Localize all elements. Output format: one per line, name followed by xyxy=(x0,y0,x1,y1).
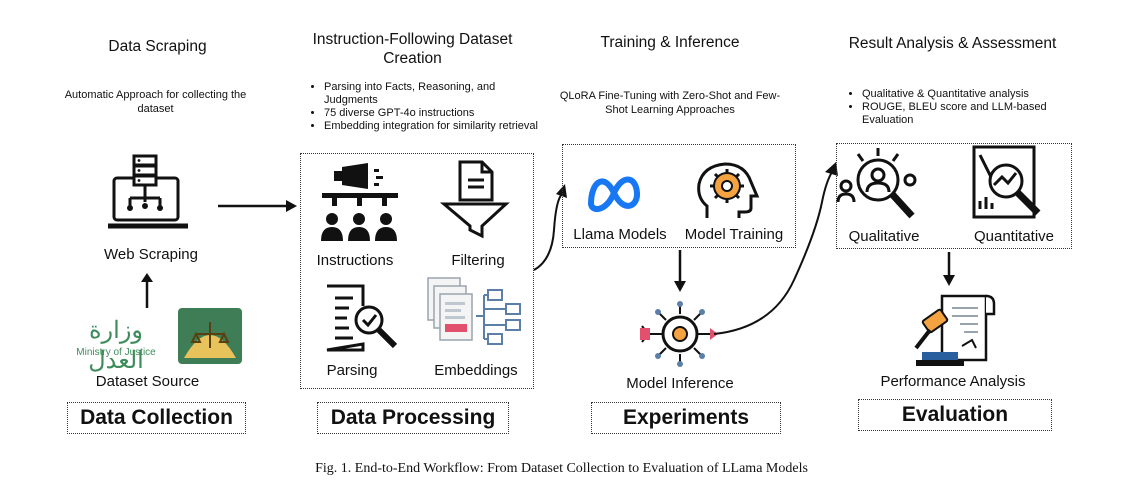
model-training-icon xyxy=(697,162,760,218)
stage-data-processing: Data Processing xyxy=(317,402,509,434)
dataset-source-label: Dataset Source xyxy=(95,373,200,390)
evaluation-bullet: ROUGE, BLEU score and LLM-based Evaluati… xyxy=(862,101,1092,127)
qualitative-icon xyxy=(836,148,917,219)
ministry-emblem-icon xyxy=(178,308,242,364)
meta-logo-icon xyxy=(588,176,640,213)
processing-box xyxy=(300,153,534,389)
evaluation-bullet: Qualitative & Quantitative analysis xyxy=(862,88,1092,101)
model-inference-icon xyxy=(640,301,718,367)
web-scraping-label: Web Scraping xyxy=(104,246,198,263)
evaluation-bullets: Qualitative & Quantitative analysis ROUG… xyxy=(840,88,1092,127)
logo-arabic-text: وزارة العدل xyxy=(88,316,144,374)
arrow-training-to-inference xyxy=(674,250,686,292)
embeddings-icon xyxy=(427,277,521,345)
arrow-inference-to-evaluation xyxy=(713,162,838,335)
filtering-label: Filtering xyxy=(451,252,505,269)
stage-evaluation: Evaluation xyxy=(858,399,1052,431)
ministry-of-justice-logo: وزارة العدل Ministry of Justice xyxy=(62,315,170,374)
processing-bullet: Parsing into Facts, Reasoning, and Judgm… xyxy=(324,81,552,107)
dataset-creation-title: Instruction-Following Dataset Creation xyxy=(312,31,513,67)
arrow-processing-to-experiments xyxy=(533,184,567,271)
logo-caption: Ministry of Justice xyxy=(76,347,156,358)
llama-models-label: Llama Models xyxy=(573,226,667,243)
filtering-icon xyxy=(439,160,510,239)
arrow-collection-to-processing xyxy=(218,200,297,212)
performance-analysis-icon xyxy=(914,294,996,366)
instructions-icon xyxy=(321,163,398,241)
arrow-to-performance xyxy=(943,252,955,286)
up-arrow xyxy=(141,273,153,308)
result-analysis-title: Result Analysis & Assessment xyxy=(848,35,1057,52)
qualitative-label: Qualitative xyxy=(848,228,920,245)
evaluation-box xyxy=(836,143,1072,249)
figure-caption: Fig. 1. End-to-End Workflow: From Datase… xyxy=(315,461,808,476)
web-scraping-icon xyxy=(108,154,188,229)
model-training-label: Model Training xyxy=(684,226,784,243)
stage-data-collection: Data Collection xyxy=(67,402,246,434)
processing-bullets: Parsing into Facts, Reasoning, and Judgm… xyxy=(302,81,552,133)
processing-bullet: 75 diverse GPT-4o instructions xyxy=(324,107,552,120)
embeddings-label: Embeddings xyxy=(434,362,518,379)
instructions-label: Instructions xyxy=(316,252,394,269)
training-box xyxy=(562,144,796,248)
parsing-icon xyxy=(326,284,398,352)
performance-analysis-label: Performance Analysis xyxy=(880,373,1026,390)
training-inference-title: Training & Inference xyxy=(600,34,740,51)
quantitative-icon xyxy=(972,145,1041,219)
data-scraping-title: Data Scraping xyxy=(108,38,207,55)
parsing-label: Parsing xyxy=(326,362,378,379)
training-description: QLoRA Fine-Tuning with Zero-Shot and Few… xyxy=(559,90,781,116)
processing-bullet: Embedding integration for similarity ret… xyxy=(324,120,552,133)
quantitative-label: Quantitative xyxy=(973,228,1055,245)
data-scraping-description: Automatic Approach for collecting the da… xyxy=(64,89,247,115)
stage-experiments: Experiments xyxy=(591,402,781,434)
model-inference-label: Model Inference xyxy=(626,375,734,392)
